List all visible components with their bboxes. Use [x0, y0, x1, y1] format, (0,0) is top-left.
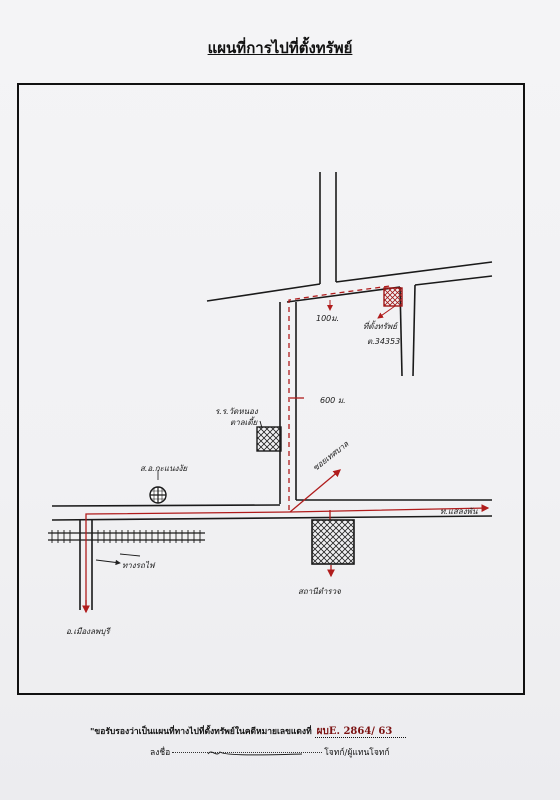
certify-text: "ขอรับรองว่าเป็นแผนที่ทางไปที่ตั้งทรัพย์… — [90, 727, 312, 737]
health-center-marker — [149, 470, 167, 504]
signature-line: ลงชื่อ โจทก์/ผู้แทนโจทก์ — [150, 745, 390, 759]
distance-100-label: 100ม. — [316, 314, 340, 323]
sign-suffix: โจทก์/ผู้แทนโจทก์ — [324, 748, 390, 758]
road-network — [51, 172, 493, 610]
page-title: แผนที่การไปที่ตั้งทรัพย์ — [207, 39, 353, 57]
map-frame — [17, 83, 525, 695]
road-right-label: ท.แสลงพัน — [440, 507, 478, 516]
distance-600-label: 600 ม. — [320, 396, 346, 405]
signature-field — [172, 751, 323, 756]
school-marker — [256, 426, 282, 452]
property-marker — [383, 287, 403, 307]
route-dashed — [288, 285, 391, 510]
police-label: สถานีตำรวจ — [298, 587, 341, 596]
railway-label: ทางรถไฟ — [122, 561, 155, 570]
property-label: ที่ตั้งทรัพย์ — [363, 322, 397, 331]
route-line — [82, 397, 490, 614]
deed-number-label: ต.34353 — [367, 337, 401, 346]
police-marker — [311, 519, 355, 565]
health-center-label: ส.อ.กะแนงงัย — [140, 464, 188, 473]
certification-line: "ขอรับรองว่าเป็นแผนที่ทางไปที่ตั้งทรัพย์… — [90, 724, 407, 739]
signature-scribble — [207, 751, 303, 756]
school-label-line2: ตาลเตี้ย — [230, 418, 258, 427]
case-number: ผบE. 2864/ 63 — [314, 726, 407, 738]
amphoe-label: อ.เมืองลพบุรี — [66, 627, 110, 636]
sign-prefix: ลงชื่อ — [150, 748, 171, 758]
school-label: ร.ร.วัดหนอง — [215, 407, 258, 416]
railway — [48, 530, 205, 543]
